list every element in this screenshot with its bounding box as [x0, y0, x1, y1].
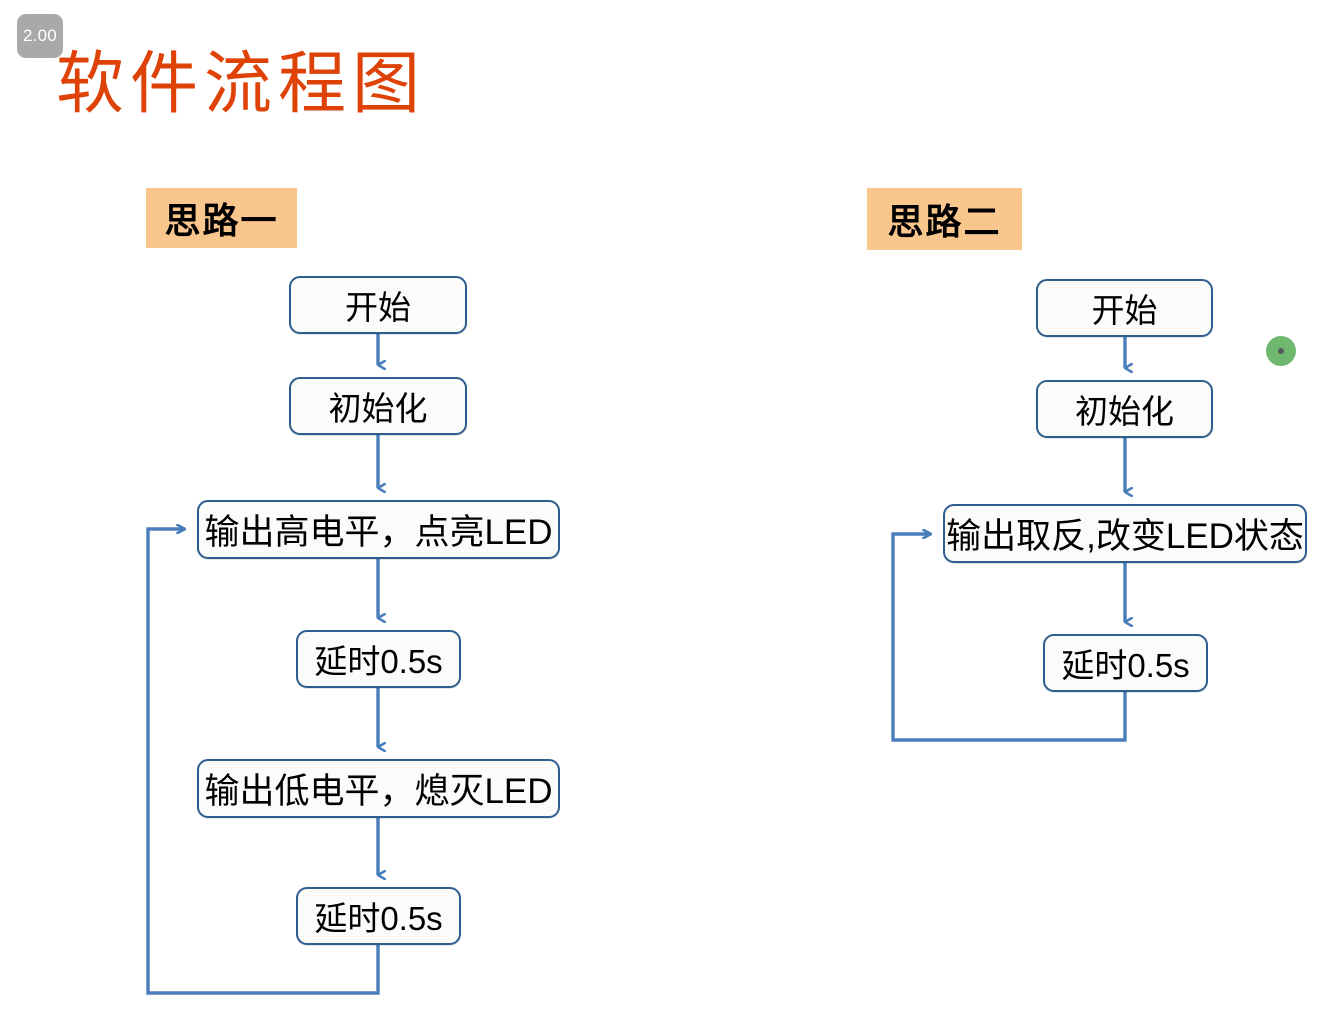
- flow-node-left-output-low[interactable]: 输出低电平，熄灭LED: [197, 759, 560, 818]
- flow-node-left-delay-2[interactable]: 延时0.5s: [296, 887, 461, 945]
- flow-node-right-init[interactable]: 初始化: [1036, 380, 1213, 438]
- section-tag-right: 思路二: [867, 188, 1022, 250]
- cursor-position-marker: [1266, 336, 1296, 366]
- flow-node-right-toggle-output[interactable]: 输出取反,改变LED状态: [943, 504, 1307, 563]
- zoom-level-badge[interactable]: 2.00: [17, 14, 63, 58]
- section-tag-left: 思路一: [146, 188, 297, 248]
- flow-node-right-delay[interactable]: 延时0.5s: [1043, 634, 1208, 692]
- flow-node-left-start[interactable]: 开始: [289, 276, 467, 334]
- page-title: 软件流程图: [56, 46, 427, 122]
- flow-node-left-delay-1[interactable]: 延时0.5s: [296, 630, 461, 688]
- flow-node-left-output-high[interactable]: 输出高电平，点亮LED: [197, 500, 560, 559]
- flow-node-left-init[interactable]: 初始化: [289, 377, 467, 435]
- flow-node-right-start[interactable]: 开始: [1036, 279, 1213, 337]
